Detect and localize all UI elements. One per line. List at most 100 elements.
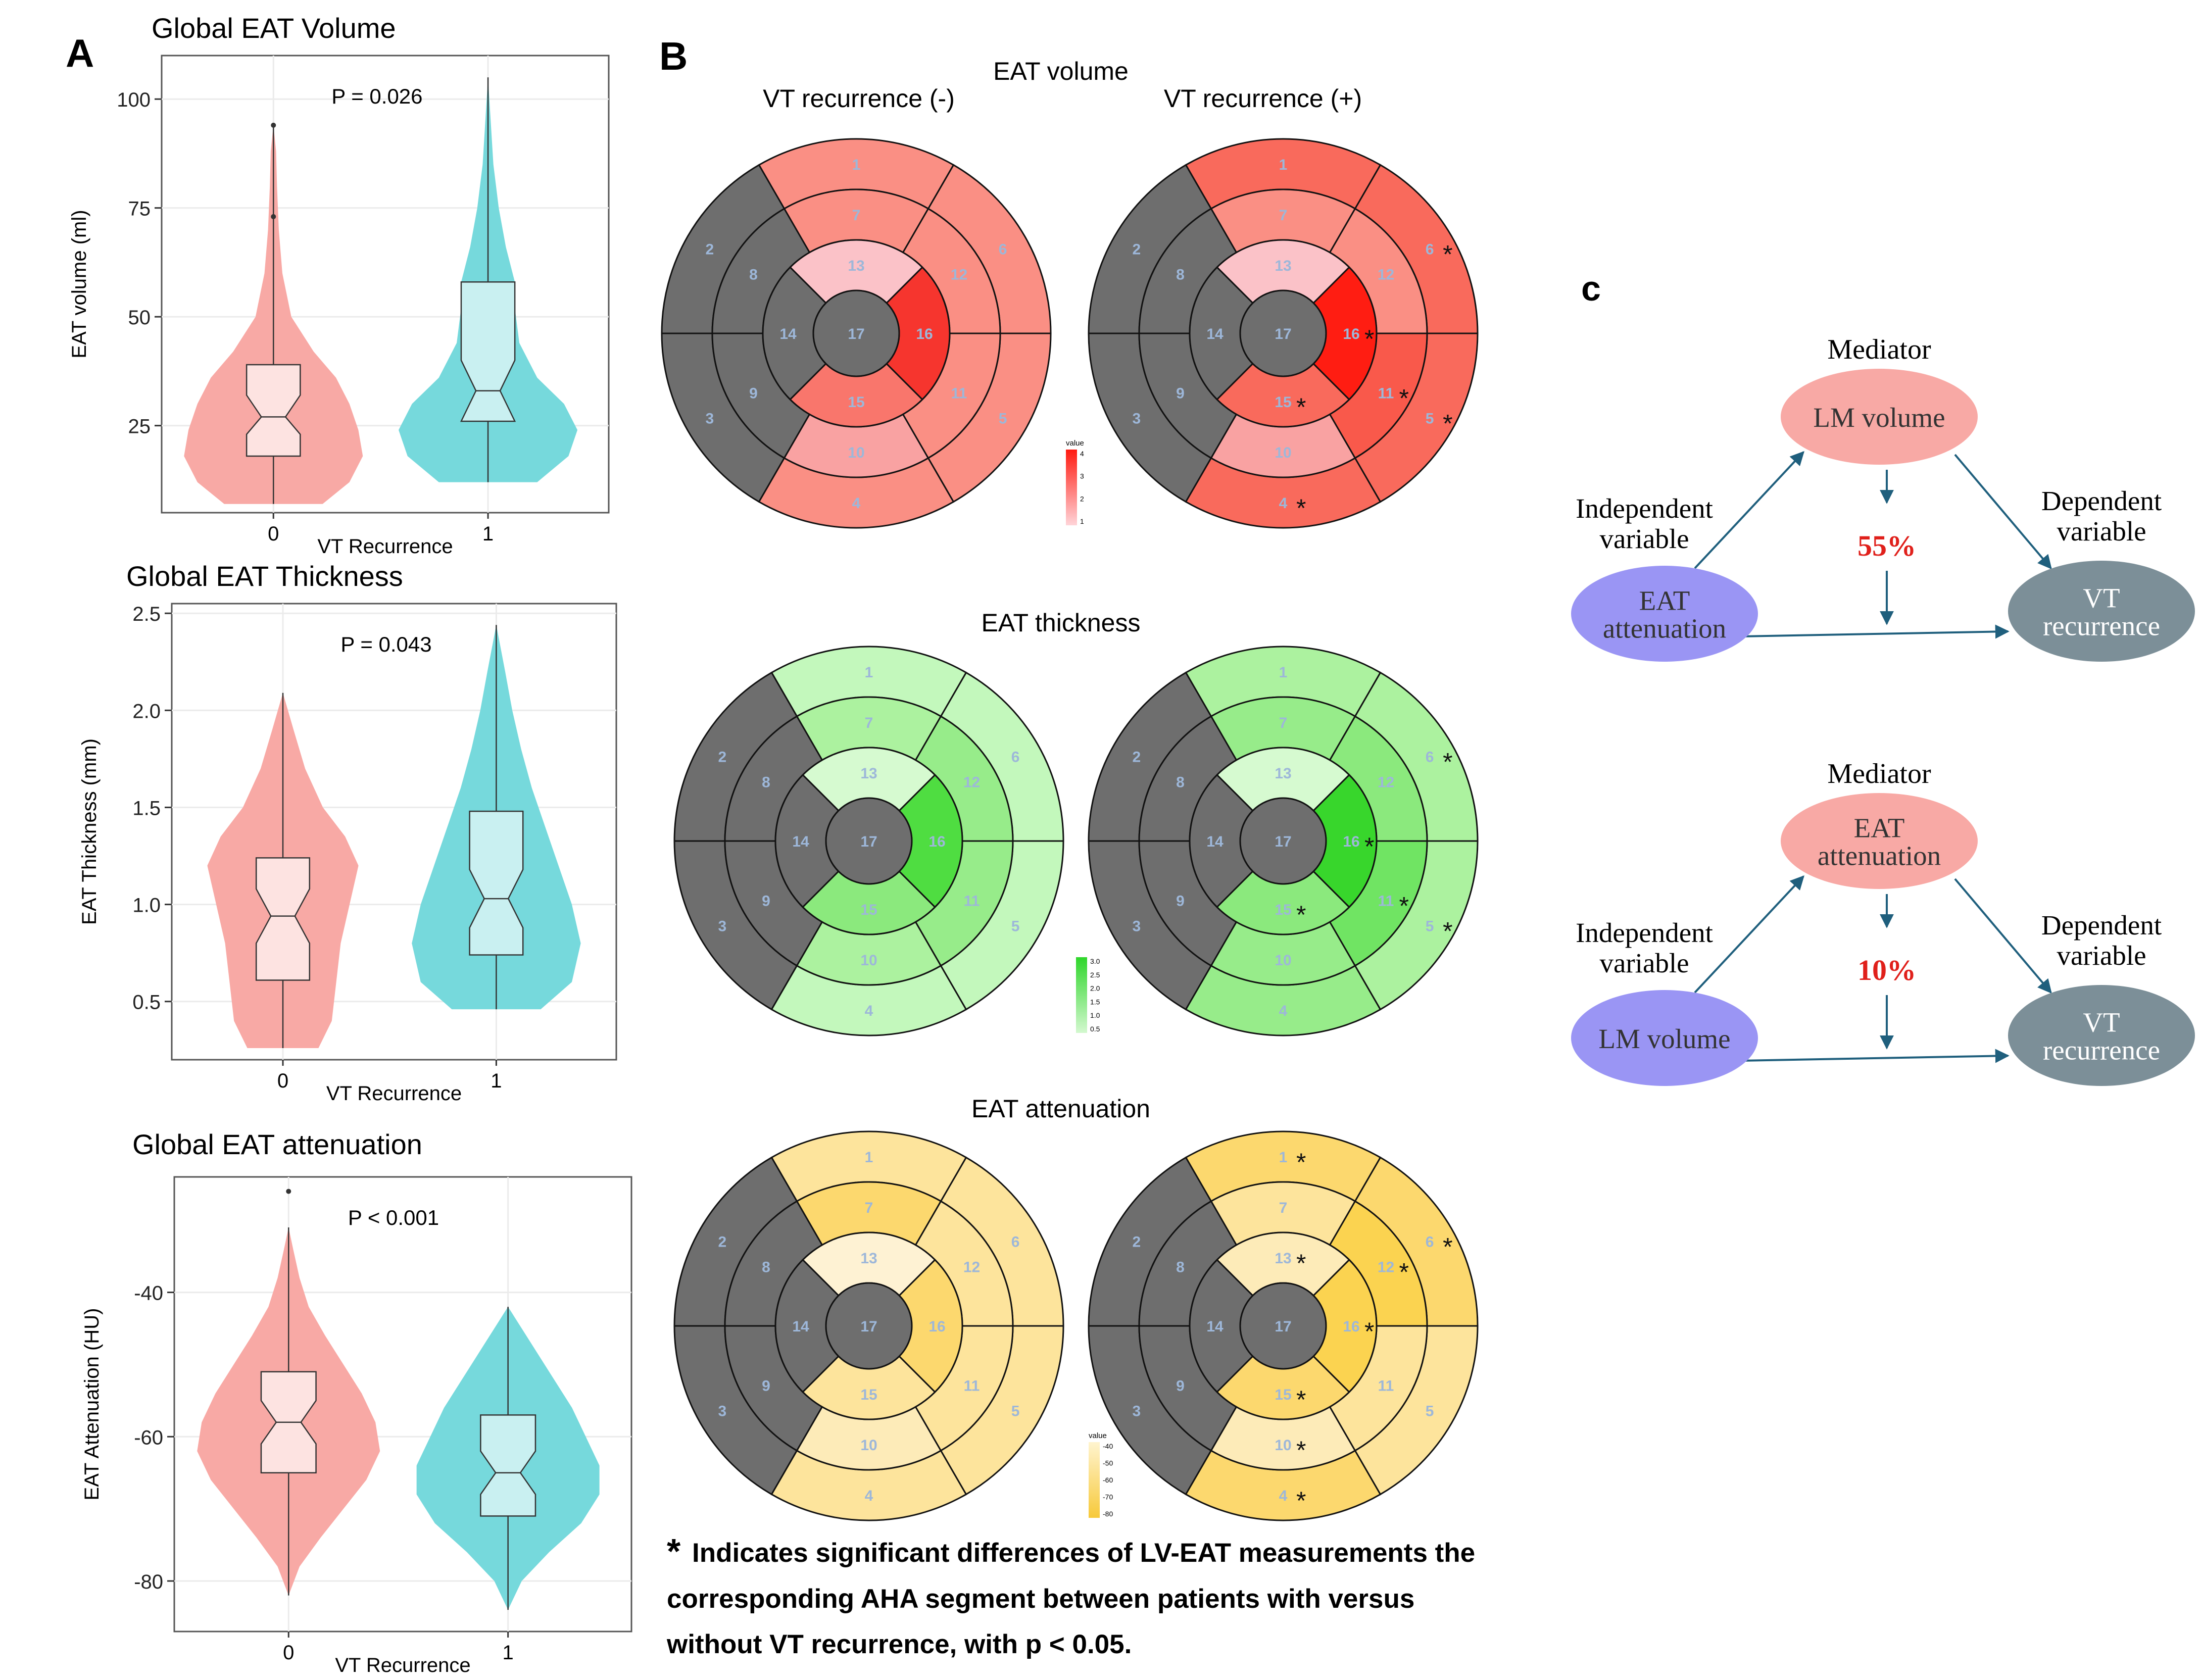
x-tick-label: 0 bbox=[277, 1070, 288, 1092]
segment-label: 14 bbox=[792, 833, 809, 850]
segment-label: 8 bbox=[762, 774, 770, 791]
outlier-point bbox=[271, 122, 276, 128]
segment-label: 1 bbox=[1279, 157, 1288, 173]
segment-label: 1 bbox=[865, 1149, 873, 1166]
mediator-heading: Mediator bbox=[1827, 758, 1931, 789]
segment-label: 2 bbox=[1133, 241, 1141, 258]
segment-label: 1 bbox=[852, 157, 861, 173]
dependent-heading: variable bbox=[2057, 940, 2146, 971]
arrow-mediator-to-dependent bbox=[1954, 454, 2052, 570]
arrow-independent-to-dependent bbox=[1740, 1049, 2010, 1063]
mediator-node bbox=[1781, 369, 1978, 465]
segment-label: 3 bbox=[1133, 411, 1141, 427]
dependent-node-label: recurrence bbox=[2043, 1035, 2160, 1066]
segment-label: 15 bbox=[1275, 902, 1291, 918]
arrow-independent-to-dependent bbox=[1740, 624, 2010, 639]
segment-label: 8 bbox=[1176, 267, 1185, 283]
segment-label: 11 bbox=[964, 893, 980, 910]
segment-label: 11 bbox=[1378, 385, 1394, 402]
segment-label: 12 bbox=[1378, 774, 1394, 791]
arrow-independent-to-mediator bbox=[1694, 875, 1804, 994]
x-tick-label: 1 bbox=[482, 523, 494, 545]
x-axis-label: VT Recurrence bbox=[317, 535, 453, 558]
box-1 bbox=[480, 1414, 536, 1517]
significance-star: * bbox=[1296, 1249, 1306, 1277]
segment-label: 14 bbox=[792, 1318, 809, 1335]
segment-label: 15 bbox=[1275, 394, 1291, 411]
mediator-node-label: LM volume bbox=[1813, 402, 1945, 433]
segment-label: 7 bbox=[1279, 207, 1288, 224]
segment-label: 8 bbox=[1176, 1259, 1185, 1276]
significance-star: * bbox=[1399, 384, 1409, 413]
dependent-node-label: VT bbox=[2083, 583, 2120, 614]
segment-label: 6 bbox=[1011, 749, 1020, 766]
significance-star: * bbox=[1443, 410, 1452, 438]
segment-label: 5 bbox=[1011, 918, 1020, 935]
legend-colorbar bbox=[1066, 450, 1077, 525]
legend-colorbar bbox=[1089, 1442, 1100, 1518]
segment-label: 16 bbox=[1343, 833, 1359, 850]
legend-tick-label: -60 bbox=[1103, 1476, 1113, 1484]
segment-label: 17 bbox=[1275, 326, 1291, 342]
legend-tick-label: -40 bbox=[1103, 1442, 1113, 1450]
segment-label: 15 bbox=[860, 902, 877, 918]
significance-star: * bbox=[1443, 240, 1452, 269]
segment-label: 12 bbox=[1378, 267, 1394, 283]
segment-17 bbox=[825, 797, 913, 885]
significance-star: * bbox=[1296, 901, 1306, 929]
p-value: P = 0.043 bbox=[340, 632, 431, 656]
y-tick-label: 1.0 bbox=[132, 895, 161, 917]
segment-label: 13 bbox=[1275, 258, 1291, 274]
segment-label: 6 bbox=[1011, 1234, 1020, 1251]
arrow-independent-to-mediator bbox=[1694, 451, 1804, 569]
segment-label: 16 bbox=[928, 833, 945, 850]
segment-label: 4 bbox=[865, 1003, 873, 1019]
legend-tick-label: 1.0 bbox=[1090, 1011, 1100, 1019]
significance-star: * bbox=[1296, 494, 1306, 522]
significance-star: * bbox=[1399, 1258, 1409, 1287]
segment-label: 1 bbox=[865, 664, 873, 681]
segment-label: 14 bbox=[1206, 326, 1224, 342]
dependent-node-label: VT bbox=[2083, 1007, 2120, 1038]
segment-label: 16 bbox=[928, 1318, 945, 1335]
segment-label: 12 bbox=[1378, 1259, 1394, 1276]
segment-label: 16 bbox=[916, 326, 933, 342]
segment-label: 14 bbox=[1206, 1318, 1224, 1335]
x-axis-label: VT Recurrence bbox=[326, 1082, 462, 1105]
y-tick-label: 1.5 bbox=[132, 797, 161, 819]
segment-label: 6 bbox=[1426, 749, 1434, 766]
segment-label: 4 bbox=[865, 1488, 873, 1504]
x-tick-label: 1 bbox=[491, 1070, 502, 1092]
mediation-percent: 55% bbox=[1857, 529, 1916, 562]
segment-label: 15 bbox=[848, 394, 864, 411]
segment-label: 13 bbox=[860, 765, 877, 782]
arrow-mediator-to-dependent bbox=[1954, 878, 2052, 994]
segment-label: 2 bbox=[1133, 749, 1141, 766]
legend-tick-label: 4 bbox=[1080, 450, 1084, 458]
dependent-node bbox=[2008, 561, 2195, 662]
legend-tick-label: 1 bbox=[1080, 517, 1084, 525]
y-tick-label: -80 bbox=[134, 1571, 163, 1593]
segment-label: 16 bbox=[1343, 1318, 1359, 1335]
significance-star: * bbox=[1296, 1386, 1306, 1414]
segment-label: 2 bbox=[718, 749, 727, 766]
mediator-node-label: EAT bbox=[1854, 813, 1905, 844]
color-legend: 3.02.52.01.51.00.5 bbox=[1076, 957, 1100, 1033]
segment-label: 10 bbox=[860, 952, 877, 969]
box-0 bbox=[255, 857, 311, 981]
segment-label: 9 bbox=[1176, 893, 1185, 910]
segment-label: 10 bbox=[860, 1437, 877, 1454]
segment-label: 3 bbox=[1133, 918, 1141, 935]
segment-label: 14 bbox=[779, 326, 797, 342]
significance-star: * bbox=[1364, 1317, 1374, 1346]
mediation-percent: 10% bbox=[1857, 954, 1916, 986]
y-tick-label: 2.5 bbox=[132, 603, 161, 625]
significance-star: * bbox=[1443, 748, 1452, 776]
segment-label: 4 bbox=[852, 495, 861, 512]
segment-label: 7 bbox=[865, 1200, 873, 1216]
segment-17 bbox=[1239, 289, 1327, 377]
segment-label: 4 bbox=[1279, 1488, 1288, 1504]
